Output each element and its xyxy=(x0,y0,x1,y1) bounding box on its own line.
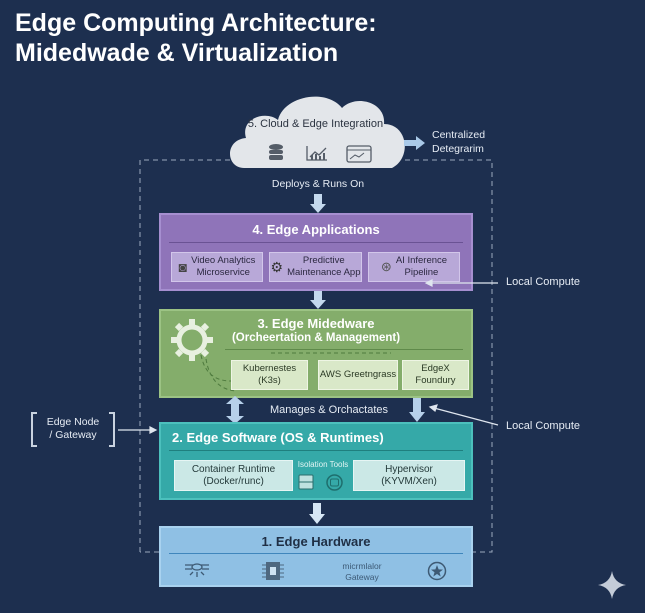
layer-edge-middleware: 3. Edge Midedware (Orcheertation & Manag… xyxy=(159,309,473,398)
arrow-down-icon xyxy=(310,291,326,309)
local-compute-label: Local Compute xyxy=(506,276,580,288)
page-title: Edge Computing Architecture:Midedwade & … xyxy=(15,9,377,67)
arrow-down-icon xyxy=(310,194,326,213)
sparkle-icon xyxy=(598,571,626,599)
sensor-icon xyxy=(185,563,209,577)
database-icon xyxy=(269,144,283,160)
gear-icon xyxy=(171,319,213,361)
kubernetes-item[interactable]: Kubernestes (K3s) xyxy=(231,360,308,390)
container-icon xyxy=(298,474,314,490)
layer-title: 4. Edge Applications xyxy=(252,222,380,237)
brain-icon: ⊛ xyxy=(380,259,392,274)
layer-title: 3. Edge Midedware xyxy=(257,316,375,331)
manages-label: Manages & Orchactates xyxy=(269,404,388,416)
container-runtime-item[interactable]: Container Runtime(Docker/runc) xyxy=(174,460,293,491)
gear-icon: ⚙ xyxy=(270,259,284,275)
edge-node-bracket: Edge Node/ Gateway xyxy=(31,412,115,447)
cloud-title: 5. Cloud & Edge Integration xyxy=(247,118,384,130)
double-arrow-icon xyxy=(226,396,244,424)
arrow-down-icon xyxy=(309,503,325,524)
arrow-right-icon xyxy=(404,136,425,150)
edgex-foundry-item[interactable]: EdgeX Foundury xyxy=(402,360,469,390)
layer-edge-software: 2. Edge Software (OS & Runtimes) Contain… xyxy=(159,422,473,500)
hypervisor-item[interactable]: Hypervisor(KYVM/Xen) xyxy=(353,460,465,491)
edge-node-label: Edge Node/ Gateway xyxy=(46,416,100,441)
layer-title: 1. Edge Hardware xyxy=(261,534,371,549)
layer-title: 2. Edge Software (OS & Runtimes) xyxy=(172,430,384,445)
star-badge-icon xyxy=(427,561,447,581)
arrow-down-icon xyxy=(409,398,425,422)
local-compute-label: Local Compute xyxy=(506,420,580,432)
aws-greengrass-item[interactable]: AWS Greetngrass xyxy=(318,360,398,390)
bar-chart-icon xyxy=(306,146,327,161)
deploys-label: Deploys & Runs On xyxy=(271,178,365,190)
dashboard-icon xyxy=(346,145,372,163)
layer-subtitle: (Orcheertation & Management) xyxy=(231,332,401,344)
chip-icon xyxy=(262,562,284,580)
camera-icon: ◙ xyxy=(178,259,188,275)
isolation-tools-label: Isolation Tools xyxy=(297,460,349,469)
vm-icon xyxy=(326,474,343,491)
